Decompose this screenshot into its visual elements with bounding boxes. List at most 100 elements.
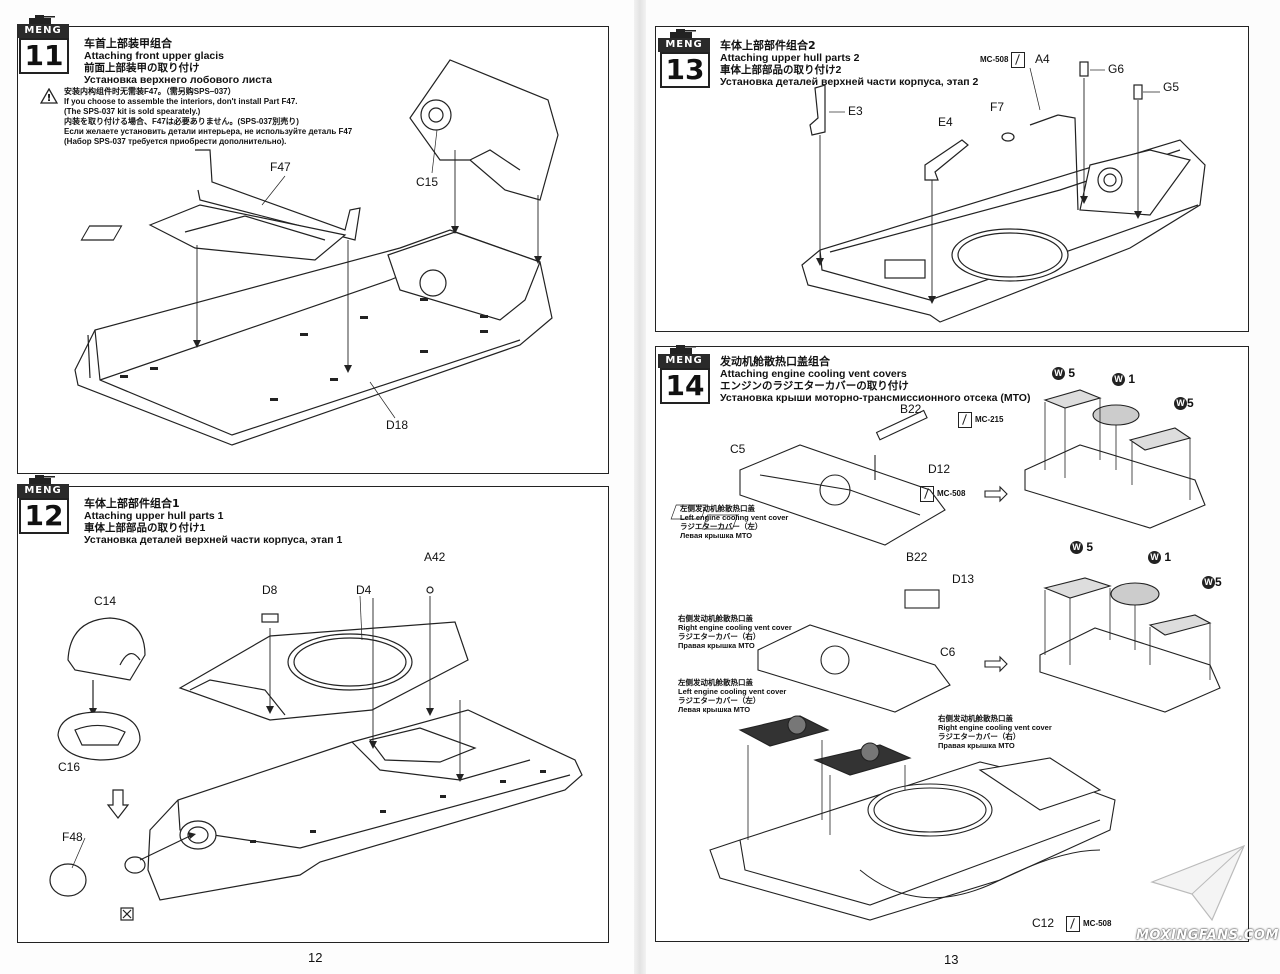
paint-code-icon: W [1174,397,1187,411]
caption-zh: 左侧发动机舱散热口盖 [678,678,753,687]
left-cover-caption-top: 左侧发动机舱散热口盖 Left engine cooling vent cove… [680,504,788,540]
paint-number: 5 [1187,396,1194,410]
title-zh: 发动机舱散热口盖组合 [720,355,830,368]
paint-code-icon: W [1202,576,1215,590]
part-b22-label: B22 [900,402,922,416]
paint-number: 1 [1128,372,1136,386]
right-cover-caption-middle: 右侧发动机舱散热口盖 Right engine cooling vent cov… [678,614,792,650]
caption-en: Right engine cooling vent cover [938,723,1052,732]
title-en: Attaching upper hull parts 1 [84,510,224,522]
page-number-left: 12 [308,950,323,965]
title-zh: 车体上部部件组合1 [84,497,180,510]
step-11-titles: 车首上部装甲组合 Attaching front upper glacis 前面… [84,37,273,87]
cement-mc508-badge-2: MC-508 [1066,916,1111,932]
cement-label: MC-215 [975,415,1004,425]
part-d8-label: D8 [262,583,278,597]
part-c12-label: C12 [1032,916,1055,930]
part-f7-label: F7 [990,100,1005,114]
part-c6-label: C6 [940,645,956,659]
brand-label: MENG [17,484,69,498]
title-ru: Установка крыши моторно-трансмиссионного… [720,392,1031,404]
part-d13-label: D13 [952,572,975,586]
caption-en: Right engine cooling vent cover [678,623,792,632]
cement-brush-icon [1010,52,1025,68]
paint-code-icon: W [1070,541,1083,555]
paint-w5-callout: W 5 [1052,366,1075,381]
caption-ru: Левая крышка МТО [678,705,751,714]
part-g6-label: G6 [1108,62,1125,76]
step-11-drawing [74,59,559,446]
part-c15-label: C15 [416,175,439,189]
paint-number: 1 [1164,550,1172,564]
brand-label: MENG [17,24,69,38]
tank-logo-icon [29,15,55,24]
part-a42-label: A42 [424,550,446,564]
paint-code-icon: W [1112,373,1125,387]
tank-logo-icon [670,29,696,38]
paint-code-icon: W [1148,551,1161,565]
caption-jp: ラジエターカバー（左） [678,696,761,705]
caption-zh: 右侧发动机舱散热口盖 [678,614,753,623]
title-zh: 车体上部部件组合2 [720,39,816,52]
step-number: 13 [660,52,710,88]
note-en: If you choose to assemble the interiors,… [64,97,298,106]
title-jp: 車体上部部品の取り付け1 [84,522,206,534]
part-e4-label: E4 [938,115,953,129]
step-13-badge: MENG 13 [658,28,710,88]
part-c16-label: C16 [58,760,81,774]
watermark-text: MOXINGFANS.COM [1136,928,1279,943]
part-f47-label: F47 [270,160,291,174]
title-en: Attaching engine cooling vent covers [720,368,907,380]
step-number: 11 [19,38,69,74]
paint-number: 5 [1215,575,1222,589]
part-f48-label: F48 [62,830,83,844]
step-12-titles: 车体上部部件组合1 Attaching upper hull parts 1 車… [84,497,342,547]
paint-number: 5 [1086,540,1094,554]
cement-mc508-badge: MC-508 [920,486,965,502]
title-zh: 车首上部装甲组合 [84,37,172,50]
cement-brush-icon [1066,916,1080,932]
note-en-2: (The SPS-037 kit is sold spearately.) [64,107,201,116]
left-cover-caption-bottom: 左侧发动机舱散热口盖 Left engine cooling vent cove… [678,678,786,714]
caption-jp: ラジエターカバー（左） [680,522,763,531]
cement-label: MC-508 [980,55,1009,65]
caption-zh: 右侧发动机舱散热口盖 [938,714,1013,723]
title-ru: Установка верхнего лобового листа [84,74,273,86]
title-jp: 前面上部装甲の取り付け [84,62,200,74]
part-d12-label: D12 [928,462,951,476]
warning-icon: ! [40,88,58,104]
brand-label: MENG [658,354,710,368]
svg-text:!: ! [47,93,52,104]
part-b22-label-2: B22 [906,550,928,564]
paint-w1-callout-2: W 1 [1148,550,1172,565]
right-cover-caption-bottom: 右侧发动机舱散热口盖 Right engine cooling vent cov… [938,714,1052,750]
cement-label: MC-508 [937,489,966,499]
part-c5-label: C5 [730,442,746,456]
note-ru-2: (Набор SPS-037 требуется приобрести допо… [64,137,287,146]
step-12-drawing [49,586,583,921]
step-11-badge: MENG 11 [17,14,69,74]
tank-logo-icon [670,345,696,354]
caption-zh: 左侧发动机舱散热口盖 [680,504,755,513]
paint-w5-callout-3: W 5 [1070,540,1094,555]
note-jp: 内装を取り付ける場合、F47は必要ありません。(SPS-037別売り) [64,117,299,126]
caption-jp: ラジエターカバー（右） [938,732,1021,741]
cement-brush-icon [920,486,934,502]
title-jp: 車体上部部品の取り付け2 [720,64,842,76]
paper-plane-logo-icon [1150,844,1246,922]
title-en: Attaching front upper glacis [84,50,225,62]
page-gutter [634,0,646,974]
tank-logo-icon [29,475,55,484]
caption-en: Left engine cooling vent cover [680,513,789,522]
part-g5-label: G5 [1163,80,1180,94]
part-e3-label: E3 [848,104,863,118]
page-number-right: 13 [944,952,959,967]
step-13-drawing [801,61,1206,323]
paint-code-icon: W [1052,367,1065,381]
caption-en: Left engine cooling vent cover [678,687,787,696]
part-d18-label: D18 [386,418,409,432]
step-number: 12 [19,498,69,534]
